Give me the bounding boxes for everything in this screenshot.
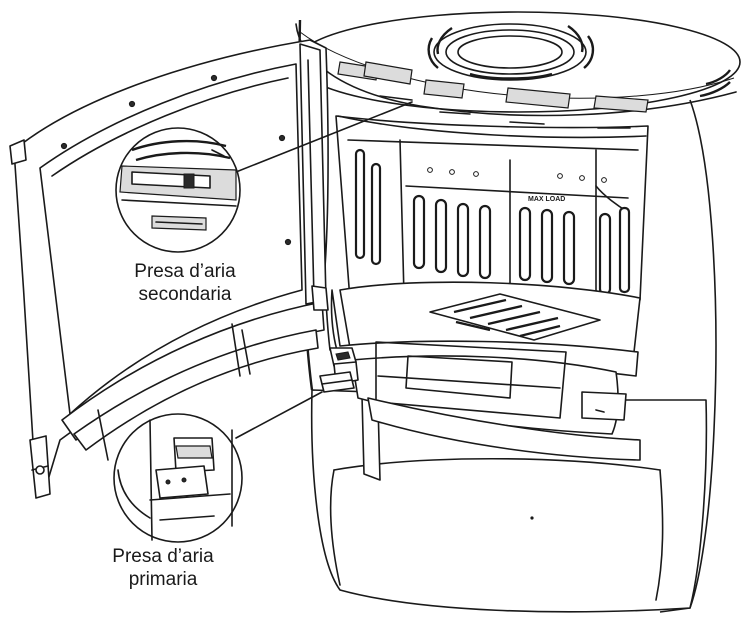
primary-air-callout	[113, 391, 323, 543]
callout-leader-secondary	[235, 101, 413, 173]
body-dot	[530, 516, 534, 520]
primary-air-lever	[319, 347, 359, 393]
stove-door	[9, 39, 329, 499]
callout-leader-primary	[235, 391, 323, 439]
primary-air-label-line1: Presa d’aria	[112, 546, 214, 567]
primary-air-label: Presa d’aria primaria	[98, 545, 228, 591]
secondary-air-label-line2: secondaria	[138, 284, 232, 305]
firebox: MAX LOAD	[330, 61, 649, 461]
primary-air-label-line2: primaria	[128, 569, 198, 590]
max-load-plaque: MAX LOAD	[528, 196, 565, 203]
side-slot	[354, 148, 366, 260]
secondary-air-label-line1: Presa d’aria	[134, 261, 236, 282]
secondary-air-callout	[115, 101, 413, 253]
secondary-air-label: Presa d’aria secondaria	[110, 260, 260, 306]
secondary-air-slider	[183, 173, 195, 189]
